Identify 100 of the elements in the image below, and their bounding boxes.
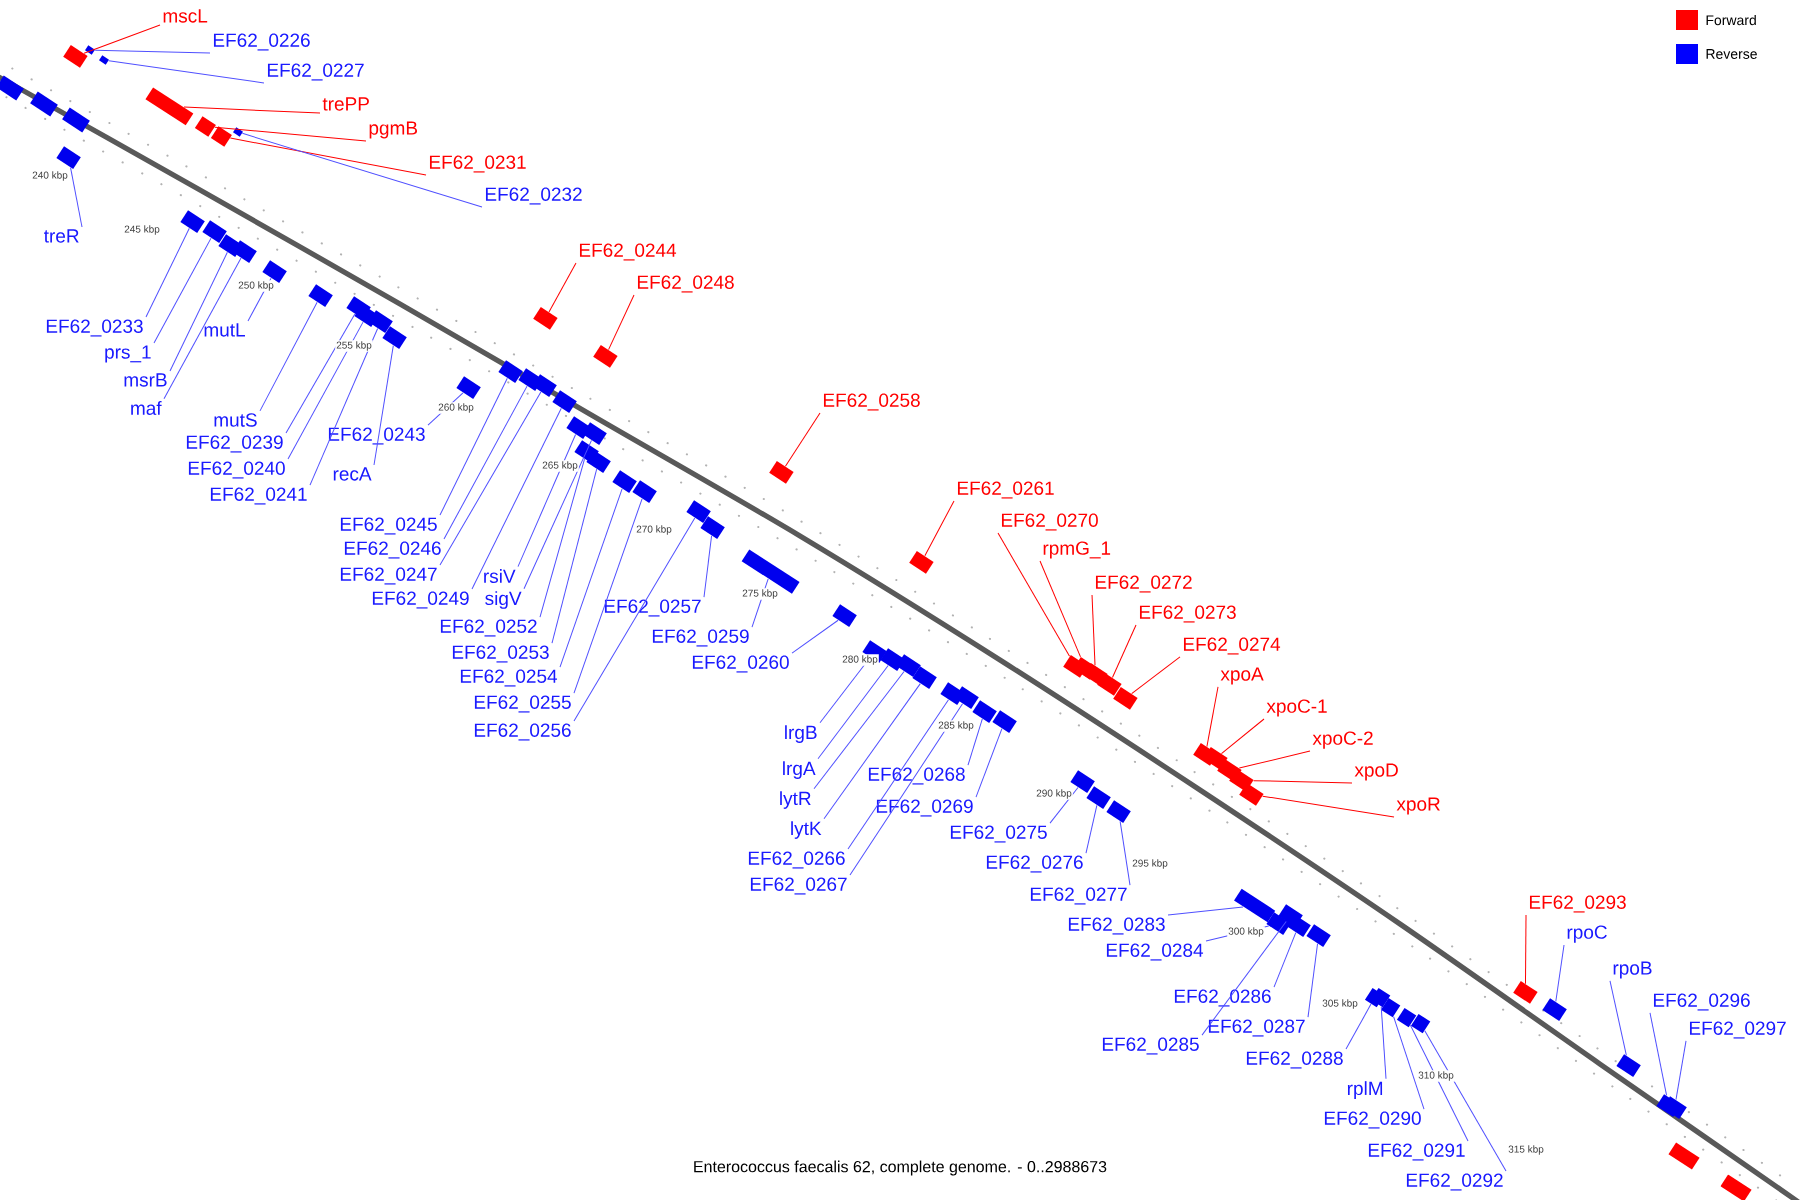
leader-line bbox=[539, 458, 585, 618]
leader-line bbox=[924, 500, 955, 557]
leader-line bbox=[70, 167, 83, 228]
gene-block bbox=[180, 210, 205, 233]
gene-label: EF62_0227 bbox=[267, 63, 364, 81]
gene-block bbox=[210, 126, 232, 147]
gene-label: EF62_0259 bbox=[652, 629, 749, 647]
gene-block bbox=[1410, 1013, 1431, 1034]
gene-block bbox=[532, 374, 557, 397]
leader-line bbox=[967, 718, 983, 766]
gene-block bbox=[533, 307, 558, 330]
gene-block bbox=[382, 326, 407, 349]
gene-block bbox=[456, 376, 481, 399]
leader-line bbox=[784, 412, 821, 467]
gene-block bbox=[1239, 783, 1264, 806]
gene-label: EF62_0292 bbox=[1406, 1173, 1503, 1191]
gene-block bbox=[30, 91, 58, 117]
leader-line bbox=[287, 321, 364, 460]
leader-line bbox=[1253, 780, 1353, 784]
leader-line bbox=[1119, 820, 1131, 886]
gene-block bbox=[1086, 786, 1111, 809]
leader-line bbox=[1525, 914, 1527, 985]
leader-line bbox=[813, 671, 905, 790]
gene-label: EF62_0241 bbox=[210, 487, 307, 505]
gene-label: EF62_0245 bbox=[340, 517, 437, 535]
gene-label: EF62_0252 bbox=[440, 619, 537, 637]
gene-label: EF62_0257 bbox=[604, 599, 701, 617]
leader-line bbox=[573, 517, 696, 722]
leader-line bbox=[548, 262, 577, 313]
gene-block bbox=[896, 654, 921, 677]
gene-label: EF62_0272 bbox=[1096, 575, 1192, 593]
gene-label: prs_1 bbox=[105, 345, 151, 363]
gene-label: xpoA bbox=[1220, 667, 1264, 685]
gene-block bbox=[909, 551, 934, 574]
gene-block bbox=[1070, 770, 1095, 793]
leader-line bbox=[1675, 1040, 1687, 1101]
leader-line bbox=[817, 665, 889, 760]
gene-block bbox=[632, 480, 657, 503]
gene-block bbox=[1286, 914, 1311, 937]
gene-label: EF62_0260 bbox=[692, 655, 789, 673]
gene-label: EF62_0276 bbox=[986, 855, 1083, 873]
leader-line bbox=[1345, 1003, 1372, 1050]
gene-block bbox=[368, 310, 393, 333]
gene-label: EF62_0255 bbox=[474, 695, 571, 713]
leader-line bbox=[1409, 1024, 1469, 1142]
gene-label: rplM bbox=[1347, 1081, 1383, 1099]
gene-label: xpoR bbox=[1396, 797, 1440, 815]
gene-block bbox=[1668, 1142, 1700, 1170]
gene-label: EF62_0261 bbox=[958, 481, 1054, 499]
gene-label: EF62_0287 bbox=[1208, 1019, 1305, 1037]
gene-label: EF62_0267 bbox=[750, 877, 847, 895]
gene-label: EF62_0246 bbox=[344, 541, 441, 559]
gene-block bbox=[1720, 1174, 1752, 1200]
leader-line bbox=[94, 49, 211, 54]
gene-label: EF62_0269 bbox=[876, 799, 973, 817]
leader-line bbox=[1091, 594, 1096, 666]
gene-block bbox=[1203, 747, 1228, 770]
gene-label: xpoC-1 bbox=[1266, 699, 1327, 717]
gene-block bbox=[686, 500, 711, 523]
leader-line bbox=[847, 699, 949, 850]
gene-label: msrB bbox=[124, 373, 167, 387]
leader-line bbox=[108, 60, 265, 84]
leader-line bbox=[1380, 1006, 1387, 1080]
gene-block bbox=[769, 461, 794, 484]
gene-label: EF62_0254 bbox=[460, 669, 558, 687]
gene-block bbox=[992, 710, 1017, 733]
leader-line bbox=[551, 468, 598, 644]
leader-line bbox=[703, 535, 713, 598]
gene-block bbox=[498, 360, 523, 383]
gene-label: EF62_0226 bbox=[213, 33, 310, 51]
leader-line bbox=[1238, 750, 1311, 769]
gene-label: EF62_0240 bbox=[188, 461, 285, 479]
leader-line bbox=[439, 377, 508, 516]
gene-label: trePP bbox=[322, 97, 369, 111]
gene-label: lytR bbox=[780, 791, 811, 809]
gene-label: rpoC bbox=[1567, 925, 1607, 943]
gene-block bbox=[582, 422, 607, 445]
leader-line bbox=[1555, 944, 1565, 1003]
leader-line bbox=[439, 391, 542, 566]
leader-line bbox=[751, 578, 769, 628]
gene-label: pgmB bbox=[369, 121, 418, 139]
gene-label: EF62_0253 bbox=[452, 645, 549, 663]
gene-block bbox=[0, 75, 24, 101]
gene-block bbox=[308, 284, 333, 307]
leader-line bbox=[214, 126, 367, 142]
gene-label: rpoB bbox=[1613, 961, 1652, 979]
leader-line bbox=[1393, 1016, 1425, 1110]
gene-label: lrgA bbox=[783, 761, 816, 779]
gene-label: EF62_0288 bbox=[1246, 1051, 1343, 1069]
gene-label: EF62_0233 bbox=[46, 319, 143, 337]
leader-line bbox=[1111, 624, 1137, 679]
gene-block bbox=[612, 470, 637, 493]
gene-label: EF62_0247 bbox=[340, 567, 437, 585]
leader-line bbox=[1649, 1012, 1668, 1096]
leader-line bbox=[427, 392, 464, 426]
leader-line bbox=[523, 439, 592, 590]
gene-block bbox=[202, 220, 227, 243]
gene-label: sigV bbox=[485, 591, 522, 609]
leader-line bbox=[1609, 980, 1627, 1056]
gene-label: EF62_0273 bbox=[1140, 605, 1236, 623]
